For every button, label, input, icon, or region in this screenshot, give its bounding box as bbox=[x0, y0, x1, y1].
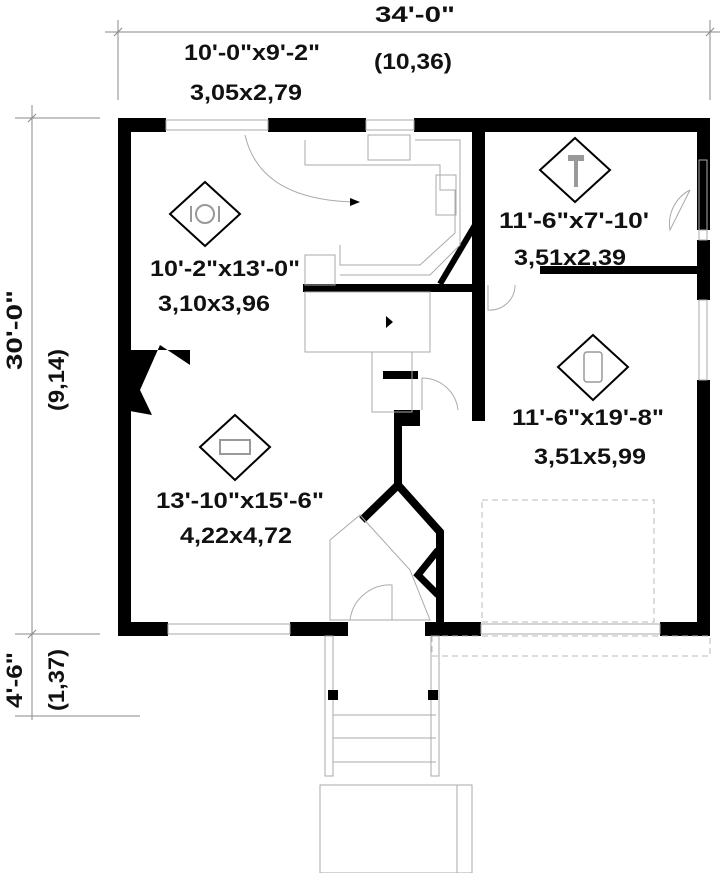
garage-dimensions-metric: 3,51x5,99 bbox=[534, 444, 646, 469]
workshop-dimensions-metric: 3,51x2,39 bbox=[514, 245, 626, 270]
dining-dimensions: 10'-2"x13'-0" bbox=[150, 256, 300, 281]
porch-depth-metric: (1,37) bbox=[44, 649, 69, 711]
porch-depth: 4'-6" bbox=[2, 652, 27, 708]
car-icon bbox=[556, 333, 630, 402]
living-dimensions-metric: 4,22x4,72 bbox=[180, 523, 292, 548]
fixtures bbox=[165, 119, 711, 873]
workshop-dimensions: 11'-6"x7'-10' bbox=[499, 208, 649, 233]
plate-cutlery-icon bbox=[168, 180, 242, 248]
overall-width-metric: (10,36) bbox=[374, 49, 452, 74]
kitchen-dimensions: 10'-0"x9'-2" bbox=[184, 40, 320, 65]
dining-dimensions-metric: 3,10x3,96 bbox=[158, 291, 270, 316]
walls bbox=[118, 118, 710, 636]
hammer-icon bbox=[538, 136, 612, 204]
overall-width: 34'-0" bbox=[375, 2, 455, 27]
dimension-lines bbox=[15, 20, 720, 720]
overall-depth: 30'-0" bbox=[2, 290, 27, 370]
kitchen-dimensions-metric: 3,05x2,79 bbox=[190, 80, 302, 105]
living-dimensions: 13'-10"x15'-6" bbox=[156, 488, 324, 513]
sofa-icon bbox=[198, 413, 272, 482]
garage-dimensions: 11'-6"x19'-8" bbox=[512, 405, 664, 430]
overall-depth-metric: (9,14) bbox=[44, 349, 69, 411]
